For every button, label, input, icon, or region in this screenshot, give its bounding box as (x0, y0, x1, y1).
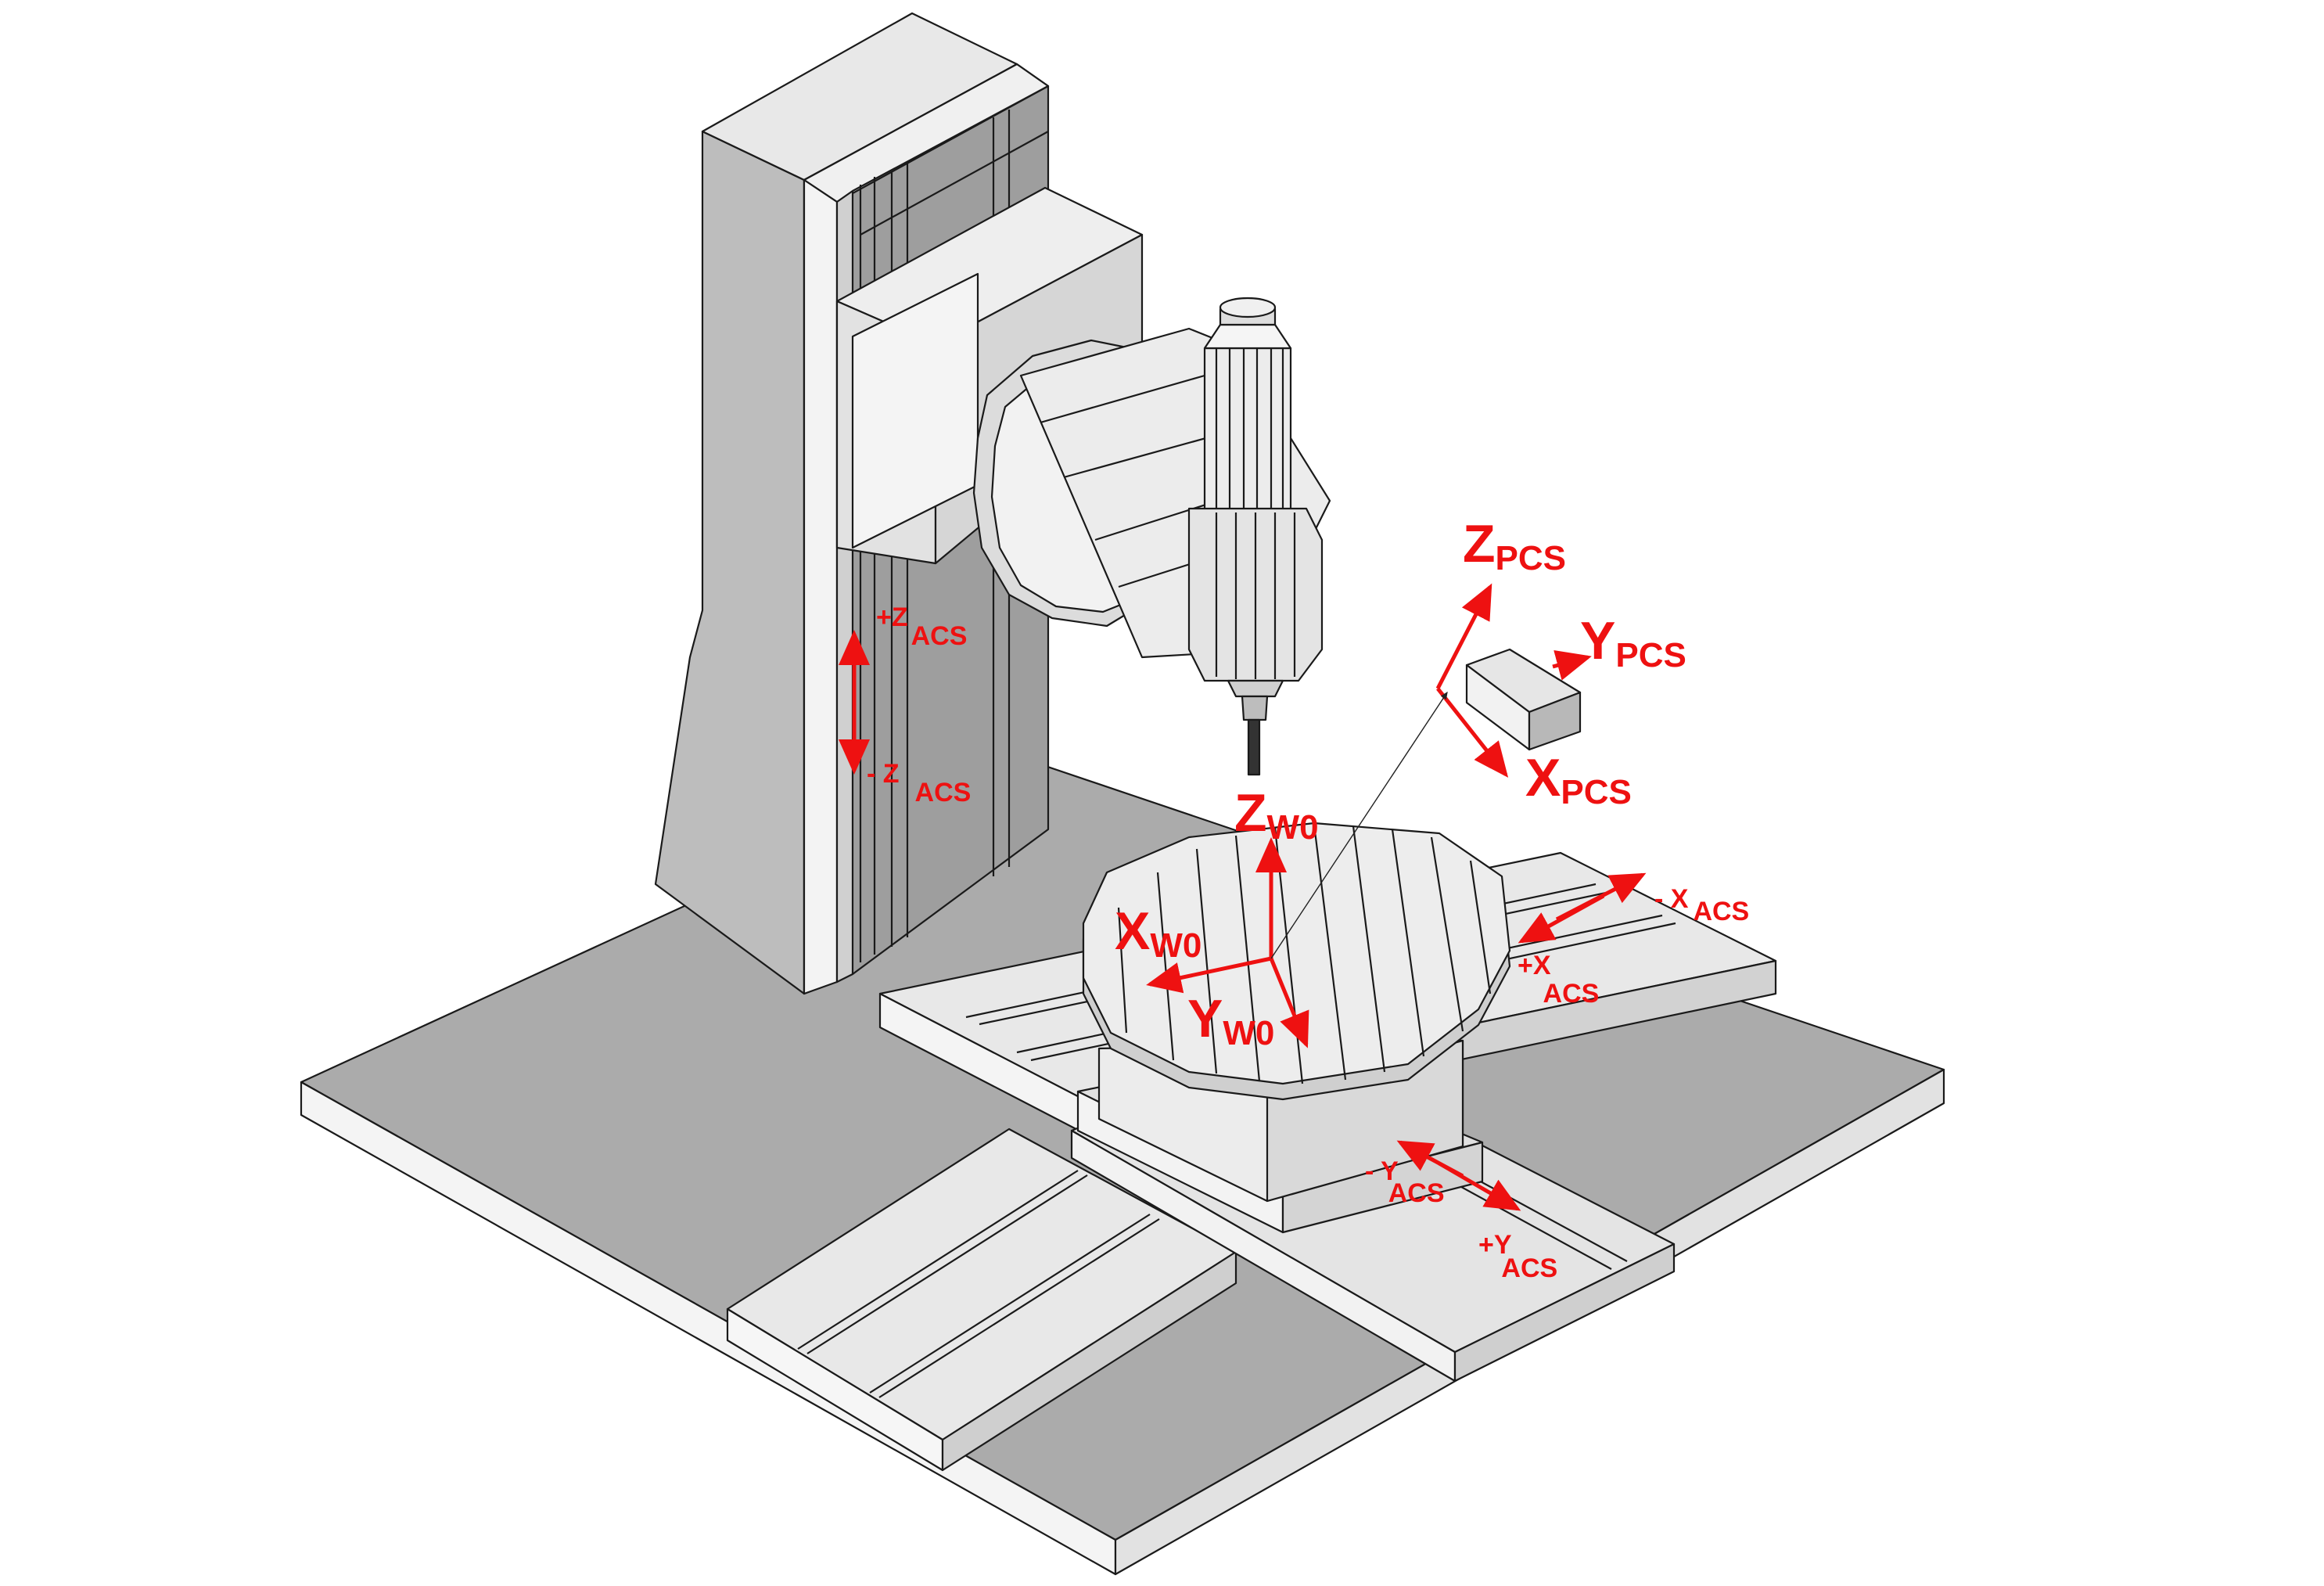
annotation-arrows (839, 583, 1647, 1211)
y-axis-guideway (726, 1127, 1237, 1472)
spindle-head (1187, 297, 1324, 776)
z-w0-label: ZW0 (1234, 783, 1319, 847)
y-pcs-arrow (1552, 649, 1592, 681)
workpiece-block (1465, 648, 1582, 751)
z-acs-minus-label: - ZACS (867, 759, 971, 807)
y-w0-arrow (1269, 958, 1309, 1048)
x-pcs-arrow (1436, 687, 1509, 778)
z-pcs-label: ZPCS (1463, 514, 1566, 577)
axis-labels: ZPCS YPCS XPCS ZW0 XW0 YW0 +ZACS - ZACS … (867, 514, 1749, 1283)
y-w0-label: YW0 (1187, 989, 1274, 1052)
x-pcs-label: XPCS (1525, 748, 1632, 811)
z-acs-plus-label: +ZACS (876, 602, 967, 651)
y-pcs-label: YPCS (1580, 611, 1686, 674)
x-w0-label: XW0 (1115, 901, 1202, 965)
pcs-pointer-line (1270, 691, 1448, 959)
x-w0-arrow (1146, 956, 1272, 994)
z-pcs-arrow (1435, 583, 1492, 690)
rotary-table (1082, 822, 1511, 1101)
